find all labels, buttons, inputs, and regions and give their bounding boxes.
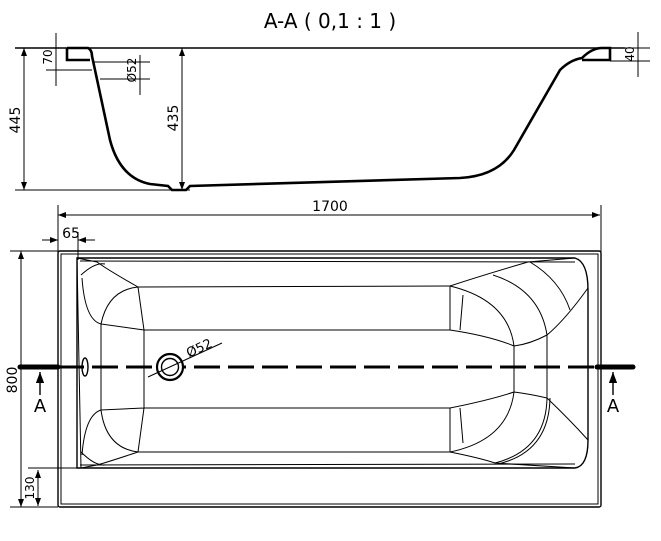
drawing-title: A-A ( 0,1 : 1 ) <box>264 9 396 33</box>
dim-label-800: 800 <box>5 367 21 394</box>
right-end-contour <box>449 257 589 469</box>
dim-label-65: 65 <box>62 226 80 242</box>
dim-label-130: 130 <box>23 477 37 500</box>
tub-outer-edge <box>57 250 602 508</box>
section-marker-left: A <box>34 396 47 417</box>
plan-view: 1700 65 A A Ø52 <box>5 199 636 508</box>
tub-profile <box>65 46 612 192</box>
dim-label-1700: 1700 <box>312 199 348 215</box>
section-view: 445 435 70 Ø52 40 <box>8 32 650 192</box>
dim-label-445: 445 <box>8 107 24 134</box>
overflow-icon <box>81 357 89 377</box>
dim-label-drain-diameter: Ø52 <box>184 336 215 361</box>
dim-label-40: 40 <box>623 46 637 61</box>
left-end-contour <box>76 257 145 469</box>
tub-inner-rim <box>76 257 589 469</box>
dim-label-70: 70 <box>41 49 55 64</box>
dim-label-435: 435 <box>166 105 182 132</box>
dim-label-overflow-diameter: Ø52 <box>125 58 139 83</box>
drain-leader-line <box>147 342 223 378</box>
section-marker-right: A <box>607 396 620 417</box>
